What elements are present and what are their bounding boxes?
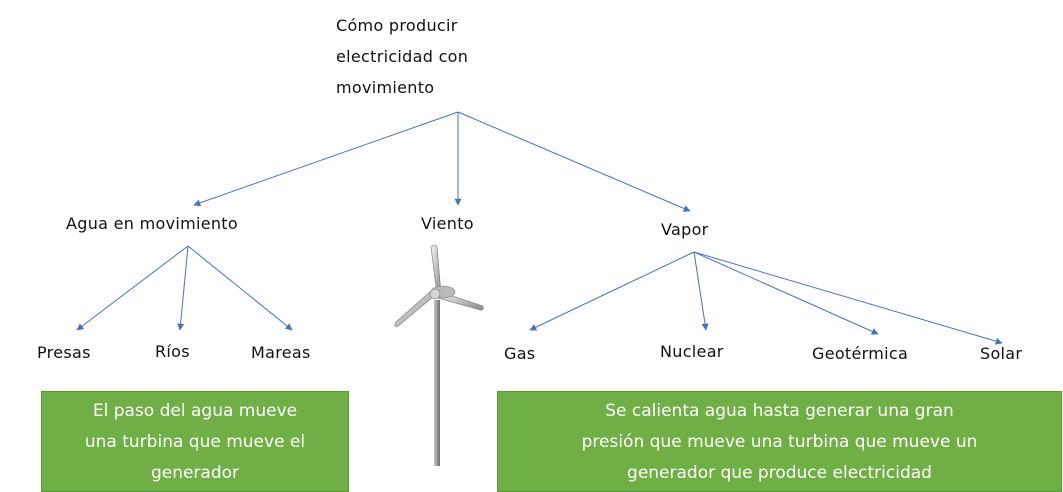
source-nuclear: Nuclear [660, 342, 724, 361]
box-line: El paso del agua mueve [92, 401, 298, 421]
box-line: presión que mueve una turbina que mueve … [581, 432, 978, 452]
title-line: electricidad con [336, 47, 469, 66]
connector-steam-to-solar [693, 251, 1003, 345]
category-wind: Viento [421, 214, 474, 233]
category-water: Agua en movimiento [66, 214, 238, 233]
connector-water-to-tides [187, 245, 293, 331]
connector-steam-to-geothermal [693, 251, 879, 335]
connector-title-to-steam [457, 111, 691, 212]
box-line: generador que produce electricidad [627, 463, 932, 483]
source-solar: Solar [980, 344, 1023, 363]
source-gas: Gas [504, 344, 536, 363]
connector-steam-to-nuclear [693, 251, 709, 331]
connector-steam-to-gas [529, 251, 695, 331]
title-line: movimiento [336, 78, 435, 97]
source-tides: Mareas [251, 343, 311, 362]
source-dams: Presas [37, 343, 91, 362]
connector-water-to-rivers [177, 245, 189, 331]
connector-title-to-water [193, 111, 459, 207]
source-rivers: Ríos [155, 342, 190, 361]
connector-water-to-dams [76, 245, 189, 331]
box-line: Se calienta agua hasta generar una gran [605, 401, 954, 421]
diagram-title: Cómo producir electricidad con movimient… [336, 10, 536, 103]
water-explanation-box: El paso del agua mueve una turbina que m… [41, 391, 349, 492]
steam-explanation-box: Se calienta agua hasta generar una gran … [497, 391, 1062, 492]
box-line: generador [150, 463, 240, 483]
wind-turbine-icon [394, 244, 484, 466]
category-steam: Vapor [661, 220, 709, 239]
title-line: Cómo producir [336, 16, 458, 35]
box-line: una turbina que mueve el [84, 432, 306, 452]
source-geothermal: Geotérmica [812, 344, 909, 363]
